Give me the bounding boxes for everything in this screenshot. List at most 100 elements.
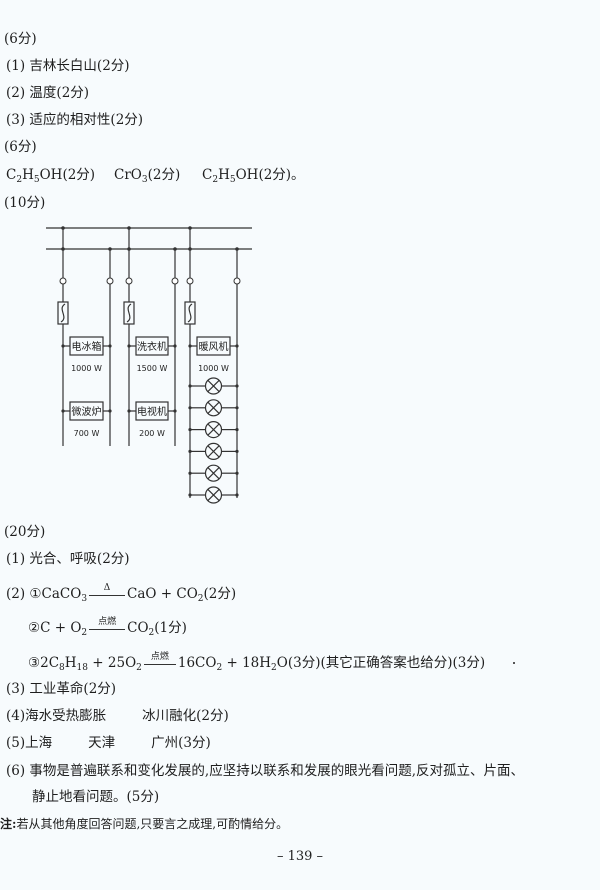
lamp-icon	[204, 486, 223, 504]
junction-dot	[61, 409, 65, 413]
formula-sub: 3	[81, 594, 88, 604]
item-text: 上海	[25, 735, 53, 751]
lamp-cross	[207, 488, 220, 502]
item-text: 天津	[88, 735, 116, 751]
item-text: 适应的相对性(2分)	[29, 112, 144, 128]
junction-dot	[235, 406, 239, 410]
equation-1: (2) ①CaCO3 Δ CaO + CO2(2分)	[6, 583, 237, 608]
score-text: (2分)	[203, 586, 237, 602]
circled-number: ①	[29, 586, 42, 602]
formula-sub: 5	[33, 175, 40, 185]
note: 注:若从其他角度回答问题,只要言之成理,可酌情给分。	[0, 815, 288, 833]
answer-item: (3) 工业革命(2分)	[6, 680, 116, 698]
junction-dot	[188, 344, 192, 348]
junction-dot	[108, 247, 112, 251]
answer-item: (1) 光合、呼吸(2分)	[6, 550, 130, 568]
score-text: (2分)	[62, 167, 96, 183]
formula-sub: 18	[76, 663, 88, 673]
appliance-name: 电视机	[137, 405, 167, 418]
junction-dot	[127, 247, 131, 251]
appliance-power: 1000 W	[198, 364, 229, 373]
junction-dot	[235, 449, 239, 453]
appliance-name: 洗衣机	[137, 340, 167, 353]
reaction-condition: Δ	[103, 583, 111, 593]
note-text: 若从其他角度回答问题,只要言之成理,可酌情给分。	[16, 817, 289, 831]
appliance-power: 1000 W	[71, 364, 102, 373]
formula-answer: C2H5OH(2分)。	[202, 166, 305, 189]
appliance-power: 200 W	[139, 429, 165, 438]
lamp-icon	[204, 464, 223, 482]
junction-dot	[173, 344, 177, 348]
formula-answer: C2H5OH(2分)	[6, 166, 95, 189]
junction-dot	[235, 493, 239, 497]
item-number: (1)	[6, 551, 26, 567]
formula-text: C	[6, 167, 17, 183]
reaction-condition: 点燃	[150, 652, 169, 662]
reaction-arrow: 点燃	[142, 652, 178, 672]
formula-sub: 2	[212, 175, 219, 185]
formula-text: H	[22, 167, 34, 183]
item-number: (2)	[6, 586, 26, 602]
appliance-name: 微波炉	[72, 405, 102, 418]
socket-terminal-icon	[186, 277, 194, 285]
fuse-element	[60, 303, 66, 323]
socket-terminal-icon	[171, 277, 179, 285]
product: + 18H	[222, 655, 272, 671]
socket-terminal-icon	[106, 277, 114, 285]
section1-score: (6分)	[4, 31, 37, 47]
lamp-cross	[207, 401, 220, 414]
junction-dot	[127, 344, 131, 348]
lamp-cross	[207, 445, 220, 458]
product: O(3分)(其它正确答案也给分)(3分)	[276, 655, 486, 671]
junction-dot	[188, 449, 192, 453]
formula-sub: 2	[81, 628, 88, 638]
formula-sub: 3	[141, 175, 148, 185]
item-number: (3)	[6, 681, 26, 697]
speck	[513, 662, 515, 664]
socket-terminal-icon	[233, 277, 241, 285]
reactant: CaCO	[41, 586, 82, 602]
equals-bar	[89, 595, 126, 596]
junction-dot	[235, 428, 239, 432]
formula-sub: 2	[136, 663, 142, 673]
formula-answer: CrO3(2分)	[114, 166, 180, 189]
appliance-box	[135, 336, 169, 356]
junction-dot	[173, 247, 177, 251]
item-text: 吉林长白山(2分)	[29, 58, 130, 74]
equals-bar	[89, 629, 126, 630]
formula-sub: 2	[271, 663, 277, 673]
junction-dot	[188, 493, 192, 497]
answer-item: (6) 事物是普遍联系和变化发展的,应坚持以联系和发展的眼光看问题,反对孤立、片…	[6, 762, 524, 780]
junction-dot	[108, 344, 112, 348]
formula-sub: 2	[148, 628, 155, 638]
appliance-box	[69, 401, 104, 421]
appliance-box	[135, 401, 169, 421]
section3-score: (10分)	[4, 195, 46, 211]
junction-dot	[127, 226, 131, 230]
answer-item: (5)上海天津广州(3分)	[6, 734, 211, 752]
formula-sub: 2	[216, 663, 223, 673]
formula-sub: 5	[229, 175, 236, 185]
appliance-box	[196, 336, 231, 356]
junction-dot	[235, 247, 239, 251]
item-text: 海水受热膨胀	[25, 708, 107, 724]
formula-sub: 2	[197, 594, 204, 604]
formula-sub: 2	[16, 175, 23, 185]
appliance-power: 1500 W	[137, 364, 168, 373]
section2-score: (6分)	[4, 139, 37, 155]
junction-dot	[235, 344, 239, 348]
page-number: – 139 –	[276, 849, 324, 864]
circled-number: ③	[28, 655, 41, 671]
junction-dot	[61, 226, 65, 230]
lamp-icon	[204, 399, 223, 417]
socket-terminal-icon	[125, 277, 133, 285]
product: CaO + CO	[127, 586, 198, 602]
junction-dot	[127, 409, 131, 413]
equals-bar	[143, 664, 176, 665]
answer-item: (1) 吉林长白山(2分)	[6, 57, 130, 75]
appliance-power: 700 W	[74, 429, 100, 438]
junction-dot	[61, 247, 65, 251]
junction-dot	[188, 471, 192, 475]
reaction-arrow: 点燃	[87, 617, 127, 637]
item-text: 温度(2分)	[29, 85, 90, 101]
